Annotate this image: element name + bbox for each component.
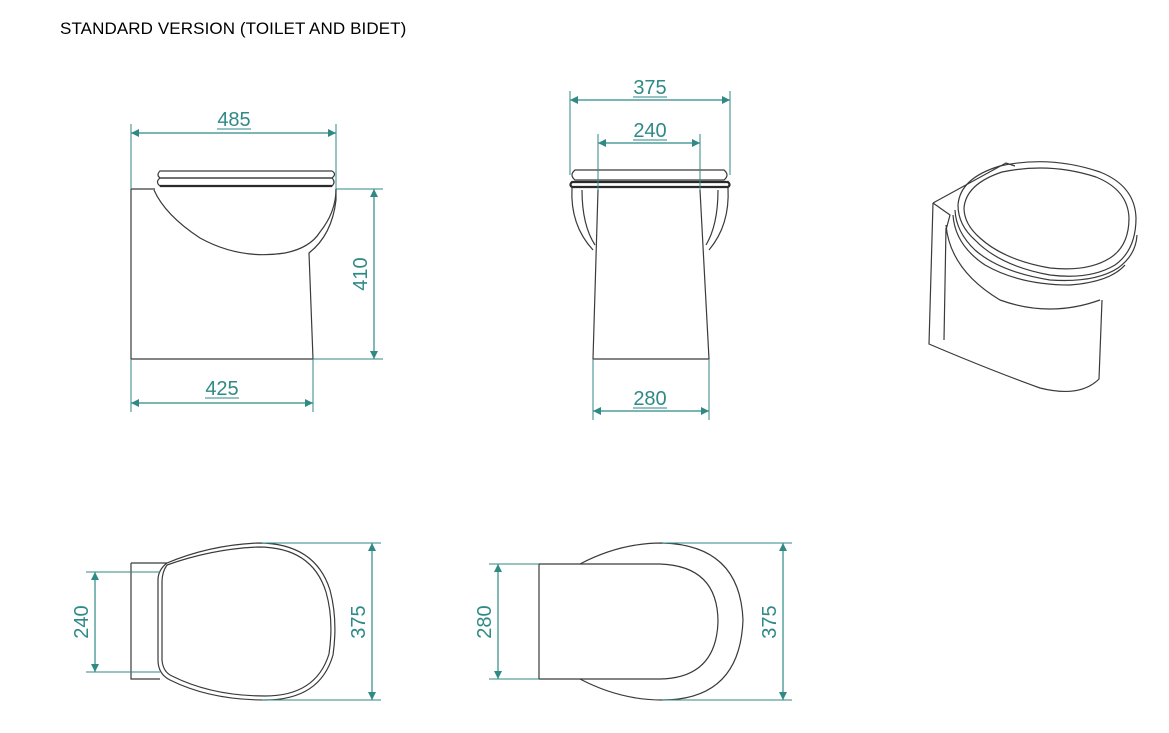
side-seat: [157, 170, 336, 179]
top-left-lid: [157, 542, 336, 701]
side-view: 485 410 425: [130, 109, 383, 412]
dim-240-top-left-label: 240: [71, 605, 93, 638]
front-seat: [571, 169, 728, 181]
dim-485-label: 485: [217, 109, 250, 131]
3d-seat: [952, 214, 1126, 286]
top-right-body: [538, 563, 660, 680]
perspective-view: [928, 161, 1138, 393]
top-view-left: 240 375: [71, 542, 381, 701]
front-view: 375 240 280: [569, 77, 731, 420]
top-left-back-plate: [130, 562, 167, 680]
dim-375-front-label: 375: [633, 77, 666, 99]
dim-375-top-right-label: 375: [759, 605, 781, 638]
dim-425-label: 425: [205, 378, 238, 400]
top-view-right: 280 375: [474, 542, 792, 701]
dim-410-label: 410: [350, 257, 372, 290]
page-title: STANDARD VERSION (TOILET AND BIDET): [60, 19, 407, 38]
top-right-rim: [579, 542, 744, 701]
side-body: [130, 189, 337, 360]
3d-lid: [957, 161, 1137, 277]
side-bowl: [153, 188, 337, 256]
dim-240-front-label: 240: [633, 120, 666, 142]
3d-back-plate: [928, 162, 1103, 393]
dim-375-top-left-label: 375: [348, 605, 370, 638]
front-pedestal: [592, 189, 710, 360]
front-bowl: [571, 187, 594, 251]
dim-280-top-right-label: 280: [474, 605, 496, 638]
dim-280-front-label: 280: [633, 388, 666, 410]
